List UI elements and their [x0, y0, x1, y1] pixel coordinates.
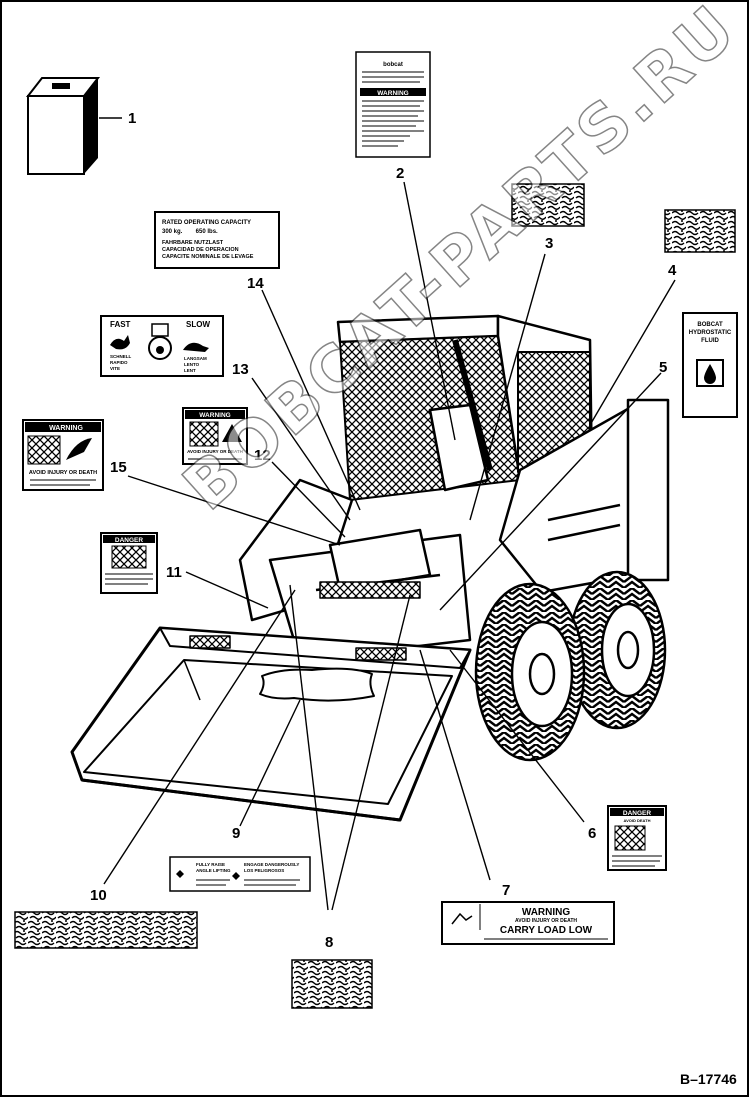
callout-11: 11 — [166, 564, 182, 581]
warning-left-decal: WARNING AVOID INJURY OR DEATH — [22, 419, 104, 491]
speed-decal: FAST SLOW SCHNELL RAPIDO VITE LANGSAM LE… — [100, 315, 224, 377]
warning-center-decal: WARNING AVOID INJURY OR DEATH — [182, 407, 248, 465]
noise-decal-4 — [664, 209, 736, 253]
callout-3: 3 — [545, 235, 553, 252]
callout-9: 9 — [232, 825, 240, 842]
svg-text:ENGAGE DANGEROUSLY: ENGAGE DANGEROUSLY — [244, 862, 299, 867]
fluid-drop-icon — [704, 364, 716, 384]
figure-reference: B–17746 — [680, 1071, 737, 1087]
svg-text:CARRY LOAD LOW: CARRY LOAD LOW — [500, 925, 593, 936]
svg-text:AVOID DEATH: AVOID DEATH — [624, 818, 651, 823]
svg-text:WARNING: WARNING — [522, 907, 571, 918]
capacity-title: RATED OPERATING CAPACITY — [162, 220, 251, 226]
callout-leaders — [103, 181, 676, 911]
callout-12: 12 — [254, 447, 271, 464]
danger-right-decal: DANGER AVOID DEATH — [607, 805, 667, 871]
callout-4: 4 — [668, 262, 677, 279]
callout-numbers: 1 2 3 4 5 6 7 8 9 10 11 12 13 14 15 — [90, 110, 677, 951]
danger-left-decal: DANGER — [100, 532, 158, 594]
svg-text:DANGER: DANGER — [115, 537, 143, 544]
handbook-warning: WARNING — [377, 90, 408, 97]
svg-text:RAPIDO: RAPIDO — [110, 360, 128, 365]
callout-5: 5 — [659, 359, 667, 376]
svg-text:FULLY RAISE: FULLY RAISE — [196, 862, 225, 867]
callout-14: 14 — [247, 275, 264, 292]
svg-text:WARNING: WARNING — [199, 412, 230, 419]
handbook-brand: bobcat — [383, 62, 403, 68]
hydrostatic-fluid-decal: BOBCAT HYDROSTATIC FLUID — [682, 312, 738, 418]
rabbit-icon — [110, 335, 130, 350]
callout-1: 1 — [128, 110, 136, 127]
noise-decal-10 — [14, 911, 198, 949]
callout-2: 2 — [396, 165, 404, 182]
capacity-values: 300 kg. 650 lbs. — [162, 229, 218, 235]
svg-text:LANGSAM: LANGSAM — [184, 356, 207, 361]
noise-decal-3 — [511, 183, 585, 227]
capacity-line2: FAHRBARE NUTZLAST — [162, 240, 224, 246]
svg-text:AVOID INJURY OR DEATH: AVOID INJURY OR DEATH — [515, 918, 577, 924]
callout-7: 7 — [502, 882, 510, 899]
callout-13: 13 — [232, 361, 249, 378]
skid-steer-loader — [70, 314, 670, 822]
svg-text:VITE: VITE — [110, 366, 120, 371]
turtle-icon — [183, 342, 209, 352]
capacity-line4: CAPACITE NOMINALE DE LEVAGE — [162, 254, 254, 260]
callout-8: 8 — [325, 934, 333, 951]
manual-box-decal — [25, 77, 122, 175]
svg-text:FLUID: FLUID — [701, 338, 719, 344]
svg-text:BOBCAT: BOBCAT — [697, 322, 723, 328]
svg-text:ANGLE LIFTING: ANGLE LIFTING — [196, 868, 231, 873]
operating-handbook-decal: bobcat WARNING — [355, 51, 431, 158]
svg-text:DANGER: DANGER — [623, 810, 651, 817]
svg-text:AVOID INJURY OR DEATH: AVOID INJURY OR DEATH — [29, 470, 97, 476]
svg-text:SCHNELL: SCHNELL — [110, 354, 132, 359]
callout-6: 6 — [588, 825, 596, 842]
carry-load-low-decal: WARNING AVOID INJURY OR DEATH CARRY LOAD… — [441, 901, 615, 945]
speed-fast: FAST — [110, 320, 131, 329]
svg-text:LENTO: LENTO — [184, 362, 200, 367]
lift-arm-decal: FULLY RAISE ANGLE LIFTING ENGAGE DANGERO… — [169, 856, 311, 892]
rated-capacity-decal: RATED OPERATING CAPACITY 300 kg. 650 lbs… — [154, 211, 280, 269]
svg-text:HYDROSTATIC: HYDROSTATIC — [689, 330, 732, 336]
svg-text:LOS PELIGROSOS: LOS PELIGROSOS — [244, 868, 284, 873]
svg-text:WARNING: WARNING — [49, 425, 83, 432]
svg-text:LENT: LENT — [184, 368, 196, 373]
speed-slow: SLOW — [186, 320, 210, 329]
callout-15: 15 — [110, 459, 127, 476]
noise-decal-8 — [291, 959, 373, 1009]
svg-text:AVOID INJURY OR DEATH: AVOID INJURY OR DEATH — [187, 449, 243, 454]
callout-10: 10 — [90, 887, 107, 904]
capacity-line3: CAPACIDAD DE OPERACION — [162, 247, 239, 253]
